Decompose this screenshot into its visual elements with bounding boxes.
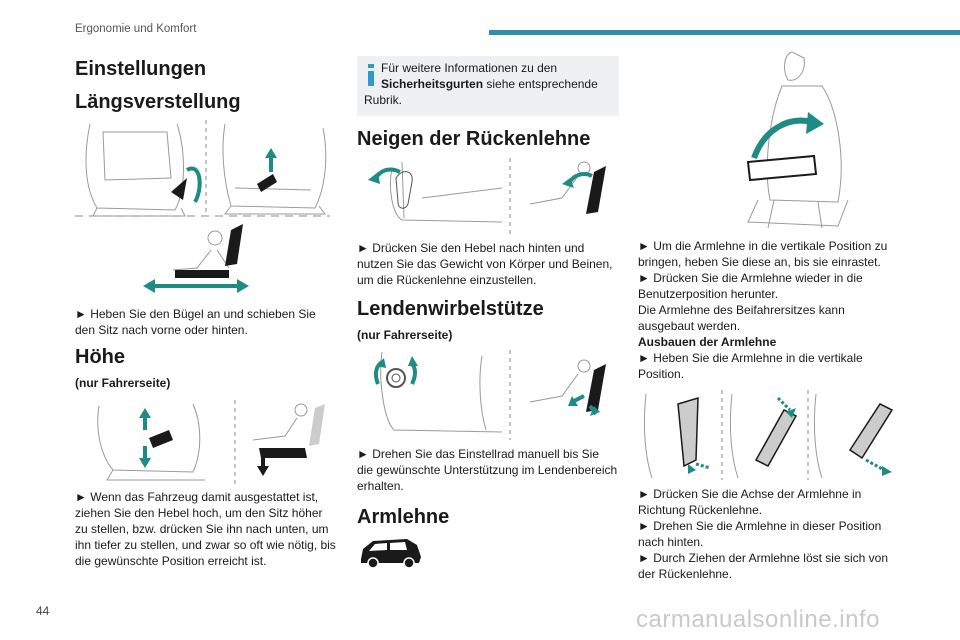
ausbau-instruction-1: ► Heben Sie die Armlehne in die vertikal… [638, 351, 863, 365]
van-icon [361, 539, 421, 569]
final-instruction-2: Richtung Rückenlehne. [638, 503, 763, 517]
illustration-seat-longitudinal [75, 120, 330, 293]
info-bold-term: Sicherheitsgurten [381, 77, 484, 91]
final-instruction-4: nach hinten. [638, 535, 704, 549]
arm-instruction-6: ausgebaut werden. [638, 319, 741, 333]
neigen-instruction-3: um die Rückenlehne einzustellen. [357, 273, 537, 287]
hoehe-subtitle: (nur Fahrerseite) [75, 376, 171, 390]
illustration-armrest-removal [643, 390, 894, 480]
hoehe-instruction-4: ihn tiefer zu stellen, und zwar so oft w… [75, 538, 336, 552]
arm-instruction-3: ► Drücken Sie die Armlehne wieder in die [638, 271, 863, 285]
arm-instruction-2: bringen, heben Sie diese an, bis sie ein… [638, 255, 881, 269]
info-icon [368, 64, 374, 86]
info-box: Für weitere Informationen zu den Sicherh… [357, 56, 619, 116]
ausbau-title: Ausbauen der Armlehne [638, 335, 777, 349]
laengs-instruction-2: den Sitz nach vorne oder hinten. [75, 323, 248, 337]
heading-neigen: Neigen der Rückenlehne [357, 128, 591, 150]
heading-lendenwirbelstuetze: Lendenwirbelstütze [357, 298, 544, 320]
final-instruction-6: der Rückenlehne. [638, 567, 733, 581]
watermark: carmanualsonline.info [636, 606, 880, 633]
final-instruction-5: ► Durch Ziehen der Armlehne löst sie sic… [638, 551, 888, 565]
final-instruction-1: ► Drücken Sie die Achse der Armlehne in [638, 487, 862, 501]
ausbau-instruction-2: Position. [638, 367, 685, 381]
illustration-seat-height [97, 400, 325, 484]
illustration-backrest-tilt [368, 158, 606, 234]
lenden-instruction-1: ► Drehen Sie das Einstellrad manuell bis… [357, 447, 599, 461]
final-instruction-3: ► Drehen Sie die Armlehne in dieser Posi… [638, 519, 882, 533]
arm-instruction-4: Benutzerposition herunter. [638, 287, 779, 301]
hoehe-instruction-1: ► Wenn das Fahrzeug damit ausgestattet i… [75, 490, 319, 504]
hoehe-instruction-2: ziehen Sie den Hebel hoch, um den Sitz h… [75, 506, 323, 520]
page-number: 44 [36, 604, 50, 618]
section-header: Ergonomie und Komfort [75, 23, 197, 35]
hoehe-instruction-3: zu stellen, bzw. drücken Sie ihn nach un… [75, 522, 329, 536]
info-line-1: Für weitere Informationen zu den [381, 61, 558, 75]
illustration-lumbar [373, 350, 606, 440]
neigen-instruction-1: ► Drücken Sie den Hebel nach hinten und [357, 241, 585, 255]
arm-instruction-5: Die Armlehne des Beifahrersitzes kann [638, 303, 845, 317]
lenden-instruction-2: die gewünschte Unterstützung im Lendenbe… [357, 463, 618, 477]
hoehe-instruction-5: die gewünschte Position erreicht ist. [75, 554, 267, 568]
heading-hoehe: Höhe [75, 346, 125, 368]
neigen-instruction-2: nutzen Sie das Gewicht von Körper und Be… [357, 257, 613, 271]
info-line-2: Sicherheitsgurten siehe entsprechende [381, 76, 631, 92]
arm-instruction-1: ► Um die Armlehne in die vertikale Posit… [638, 239, 888, 253]
info-line-3: Rubrik. [364, 93, 403, 107]
laengs-instruction-1: ► Heben Sie den Bügel an und schieben Si… [75, 307, 316, 321]
heading-einstellungen: Einstellungen [75, 58, 207, 80]
header-accent-bar [489, 30, 960, 35]
heading-laengsverstellung: Längsverstellung [75, 91, 241, 113]
lenden-instruction-3: erhalten. [357, 479, 404, 493]
heading-armlehne: Armlehne [357, 506, 450, 528]
info-line-2-rest: siehe entsprechende [483, 77, 598, 91]
lenden-subtitle: (nur Fahrerseite) [357, 328, 453, 342]
illustration-armrest-raise [746, 51, 849, 229]
